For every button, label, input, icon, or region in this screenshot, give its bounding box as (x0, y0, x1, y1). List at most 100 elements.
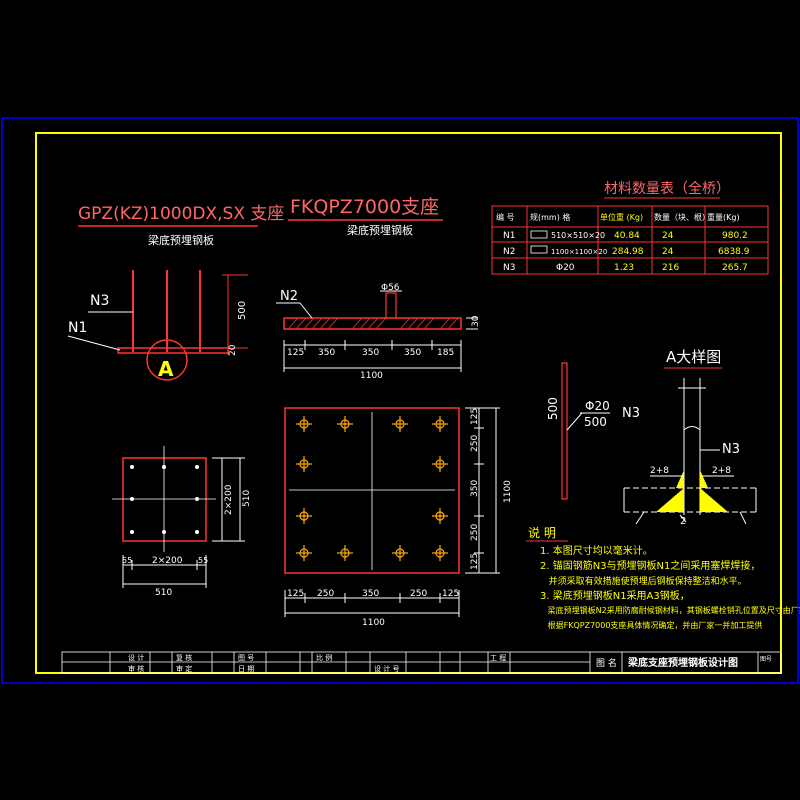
mid-dim-3: 350 (404, 348, 421, 358)
outer-border (1, 117, 799, 684)
tb-cell-5: 日 期 (238, 665, 254, 673)
notes-title: 说 明 (528, 525, 556, 540)
small-dim-b1: 2×200 (152, 556, 183, 566)
table-row-1-c0: N2 (503, 247, 515, 257)
big-dim-r3: 250 (470, 524, 480, 541)
table-title: 材料数量表（全桥） (604, 180, 730, 197)
tb-cell-8: 设 计 号 (374, 664, 399, 673)
table-row-2-c2: 1.23 (614, 263, 634, 273)
tb-cell-0: 设 计 (128, 653, 144, 662)
table-row-1-c3: 24 (662, 247, 674, 257)
leader-n2-b (299, 302, 313, 319)
big-dim-r0: 125 (470, 408, 480, 425)
table-row-2-c0: N3 (503, 263, 515, 273)
big-dim-b0: 125 (287, 589, 304, 599)
note-line-3: 3. 梁底预埋钢板N1采用A3钢板， (540, 589, 690, 602)
tb-cell-3: 审 定 (176, 664, 192, 673)
big-dim-b1: 250 (317, 589, 334, 599)
note-line-1: 2. 锚固钢筋N3与预埋钢板N1之间采用塞焊焊接， (540, 559, 760, 572)
small-dim-rtotal: 510 (242, 490, 252, 507)
left-n1-label: N1 (68, 320, 87, 336)
mid-dim-2: 350 (362, 348, 379, 358)
tb-label-tuming: 图 名 (596, 657, 617, 669)
mid-dim-0: 125 (287, 348, 304, 358)
table-header-2: 单位重 (Kg) (600, 212, 643, 222)
mid-dim-30: 30 (471, 315, 481, 327)
big-dim-b4: 125 (442, 589, 459, 599)
note-line-4: 梁底预埋钢板N2采用防腐耐候钢材料，其钢板螺栓销孔位置及尺寸由厂家 (540, 605, 800, 615)
n1-section-symbol (530, 230, 548, 239)
leader-n1 (67, 335, 121, 351)
tb-cell-2: 审 核 (128, 664, 144, 673)
table-row-0-c0: N1 (503, 231, 515, 241)
material-table (491, 205, 769, 275)
tb-cell-1: 复 核 (176, 653, 192, 662)
table-header-4: 重量(Kg) (707, 212, 740, 222)
note-line-5: 根据FKQPZ7000支座具体情况确定，并由厂家一并加工提供 (540, 620, 762, 630)
table-row-1-c4: 6838.9 (718, 247, 750, 257)
mid-dim-phi: Φ56 (381, 283, 400, 293)
table-row-2-c4: 265.7 (722, 263, 748, 273)
mid-elevation (283, 290, 478, 372)
small-dim-b2: 55 (198, 556, 208, 565)
n3-bar (561, 362, 568, 500)
table-row-2-c3: 216 (662, 263, 679, 273)
small-dim-b0: 55 (122, 556, 132, 565)
bar-leader (566, 412, 583, 431)
mid-title: FKQPZ7000支座 (290, 196, 439, 218)
big-plate-plan (284, 407, 500, 617)
table-row-1-c2: 284.98 (612, 247, 644, 257)
big-dim-b3: 250 (410, 589, 427, 599)
table-row-0-c1: 510×510×20 (551, 231, 605, 240)
mid-dim-total: 1100 (360, 371, 383, 381)
note-line-0: 1. 本图尺寸均以毫米计。 (540, 544, 653, 557)
table-header-3: 数量（块、根） (654, 212, 710, 222)
big-dim-btotal: 1100 (362, 618, 385, 628)
tb-cell-4: 图 号 (238, 654, 254, 662)
mid-subtitle: 梁底预埋钢板 (347, 223, 413, 237)
bar-dim-500: 500 (546, 397, 560, 420)
table-header-1: 规(mm) 格 (530, 212, 570, 222)
big-dim-r2: 350 (470, 480, 480, 497)
mid-dim-1: 350 (318, 348, 335, 358)
table-row-0-c2: 40.84 (614, 231, 640, 241)
tb-cell-11: 图号 (760, 656, 772, 663)
detail-drawing (623, 378, 757, 525)
detail-a-marker: A (158, 357, 174, 381)
detail-weld-left: 2+8 (650, 466, 669, 476)
small-plate-plan (112, 446, 245, 588)
note-line-2: 并须采取有效措施使预埋后钢板保持整洁和水平。 (540, 575, 747, 587)
title-block (61, 651, 782, 674)
table-header-0: 编 号 (496, 212, 515, 222)
big-dim-r1: 250 (470, 435, 480, 452)
table-row-1-c1: 1100×1100×20 (551, 248, 607, 256)
left-elevation (117, 270, 248, 381)
tb-cell-7: 工 程 (490, 653, 506, 662)
detail-weld-right: 2+8 (712, 466, 731, 476)
bar-phi: Φ20 (585, 399, 610, 413)
small-dim-btotal: 510 (155, 588, 172, 598)
left-dim-500: 500 (237, 301, 248, 320)
table-row-0-c4: 980.2 (722, 231, 748, 241)
left-dim-20: 20 (228, 344, 238, 356)
left-title: GPZ(KZ)1000DX,SX 支座 (78, 204, 284, 224)
table-row-0-c3: 24 (662, 231, 674, 241)
mid-dim-4: 185 (437, 348, 454, 358)
n2-section-symbol (530, 245, 548, 254)
detail-n3: N3 (722, 442, 740, 457)
big-dim-b2: 350 (362, 589, 379, 599)
bar-len: 500 (584, 415, 607, 429)
tb-cell-6: 比 例 (316, 653, 332, 662)
bar-n3: N3 (622, 406, 640, 421)
detail-d2: 2 (680, 516, 686, 527)
big-dim-rtotal: 1100 (503, 480, 513, 503)
detail-title: A大样图 (666, 348, 721, 366)
small-dim-right: 2×200 (224, 484, 234, 515)
mid-n2-label: N2 (280, 289, 298, 304)
tb-drawing-title: 梁底支座预埋钢板设计图 (627, 656, 738, 669)
left-n3-label: N3 (90, 293, 109, 309)
big-dim-r4: 125 (470, 553, 480, 570)
table-row-2-c1: Φ20 (556, 263, 575, 273)
left-subtitle: 梁底预埋钢板 (148, 233, 214, 247)
